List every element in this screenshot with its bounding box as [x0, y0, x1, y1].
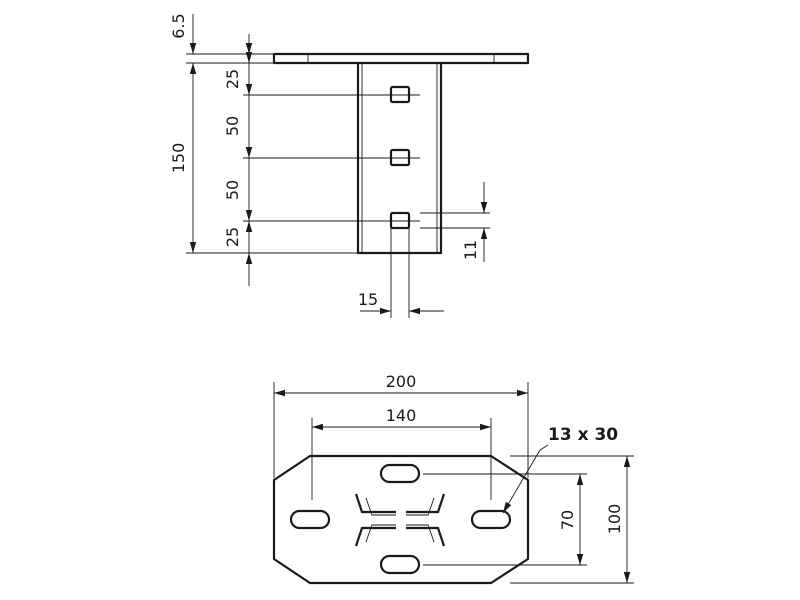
dim-bottom-offset: 25: [223, 227, 242, 247]
plan-view: 200 140 13 x 30 70 100: [272, 372, 634, 585]
dim-spacing-2: 50: [223, 180, 242, 200]
dim-overall-width: 200: [386, 372, 417, 391]
plate-slot-left: [289, 509, 331, 530]
dim-total-height: 150: [169, 143, 188, 174]
side-slot-top: [389, 85, 411, 104]
slot-size-callout: 13 x 30: [548, 425, 618, 445]
base-plate-outline: [272, 454, 530, 585]
dim-top-offset: 25: [223, 69, 242, 89]
dim-flange-thickness: 6.5: [169, 13, 188, 38]
side-flange-plate: [272, 52, 530, 65]
plate-slot-top: [379, 463, 421, 484]
side-view: 6.5 150 25 50 50 25 11 15: [169, 13, 530, 318]
side-slot-middle: [389, 148, 411, 167]
plate-slot-right: [470, 509, 512, 530]
plate-slot-bottom: [379, 554, 421, 575]
dim-inner-height: 70: [558, 510, 577, 530]
side-slot-bottom: [389, 211, 411, 230]
dim-slot-height: 11: [461, 240, 480, 260]
center-bracket-symbol: [354, 493, 446, 547]
dim-slot-spacing: 140: [386, 406, 417, 425]
dim-overall-height: 100: [605, 504, 624, 535]
dim-slot-width: 15: [358, 290, 378, 309]
dim-spacing-1: 50: [223, 116, 242, 136]
